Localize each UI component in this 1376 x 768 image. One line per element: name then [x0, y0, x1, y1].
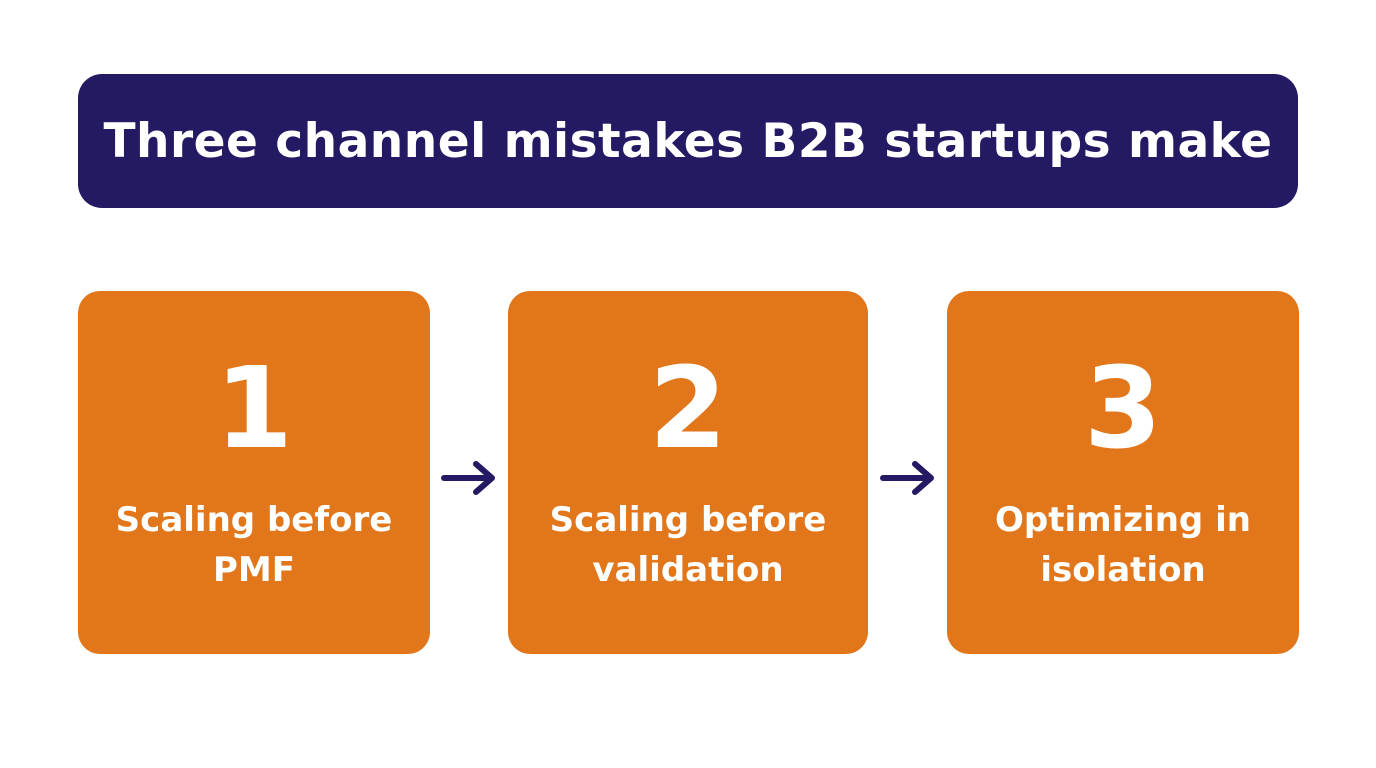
arrow-right-icon — [879, 458, 937, 498]
step-number: 3 — [1084, 344, 1162, 474]
step-card-3: 3 Optimizing in isolation — [947, 291, 1299, 654]
step-label: Scaling before validation — [549, 500, 827, 590]
step-number: 1 — [215, 344, 293, 474]
step-label: Optimizing in isolation — [995, 500, 1251, 590]
title-banner: Three channel mistakes B2B startups make — [78, 74, 1298, 208]
step-card-2: 2 Scaling before validation — [508, 291, 868, 654]
step-label: Scaling before PMF — [115, 500, 393, 590]
diagram-title: Three channel mistakes B2B startups make — [103, 113, 1273, 169]
step-card-1: 1 Scaling before PMF — [78, 291, 430, 654]
step-number: 2 — [649, 344, 727, 474]
arrow-right-icon — [440, 458, 498, 498]
